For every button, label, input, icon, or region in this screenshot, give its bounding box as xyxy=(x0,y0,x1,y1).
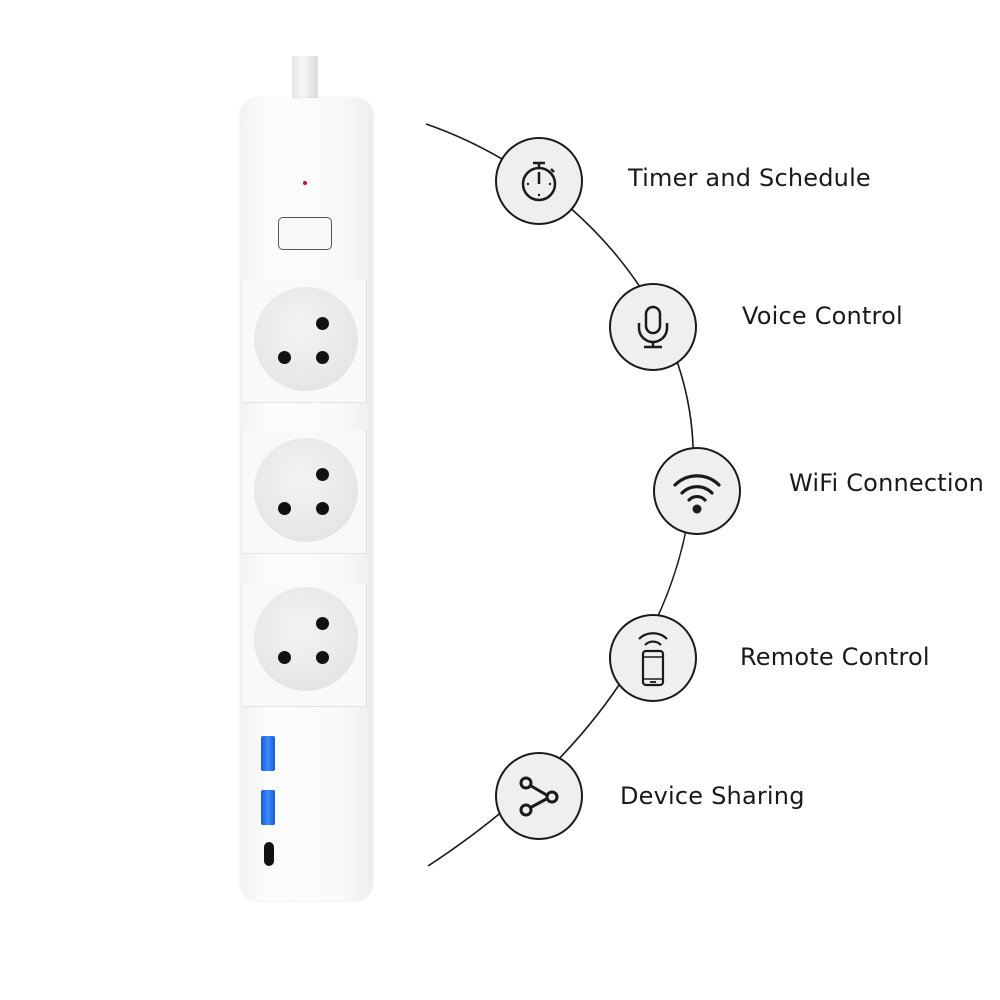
feature-icon-circle xyxy=(653,447,741,535)
feature-icon-circle xyxy=(609,283,697,371)
usb-c-port xyxy=(264,842,274,866)
feature-icon-circle xyxy=(495,752,583,840)
usb-a-port-1 xyxy=(261,736,275,771)
socket-pin xyxy=(316,468,329,481)
socket-pin xyxy=(316,502,329,515)
feature-label: Device Sharing xyxy=(620,782,805,810)
feature-icon-circle xyxy=(495,137,583,225)
socket-pin xyxy=(316,651,329,664)
stopwatch-icon xyxy=(521,161,557,202)
socket-1 xyxy=(254,287,358,391)
feature-label: WiFi Connection xyxy=(789,469,985,497)
feature-icon-circle xyxy=(609,614,697,702)
feature-label: Remote Control xyxy=(740,643,930,671)
smartphone-remote-icon xyxy=(638,632,668,687)
socket-pin xyxy=(278,502,291,515)
socket-2 xyxy=(254,438,358,542)
socket-pin xyxy=(278,351,291,364)
socket-pin xyxy=(316,351,329,364)
indicator-led xyxy=(303,181,307,185)
feature-label: Voice Control xyxy=(742,302,903,330)
feature-label: Timer and Schedule xyxy=(628,164,871,192)
socket-3 xyxy=(254,587,358,691)
power-button[interactable] xyxy=(278,217,332,250)
socket-pin xyxy=(316,617,329,630)
socket-pin xyxy=(316,317,329,330)
share-icon xyxy=(519,776,559,817)
socket-pin xyxy=(278,651,291,664)
usb-a-port-2 xyxy=(261,790,275,825)
wifi-icon xyxy=(673,474,721,514)
microphone-icon xyxy=(637,305,669,349)
